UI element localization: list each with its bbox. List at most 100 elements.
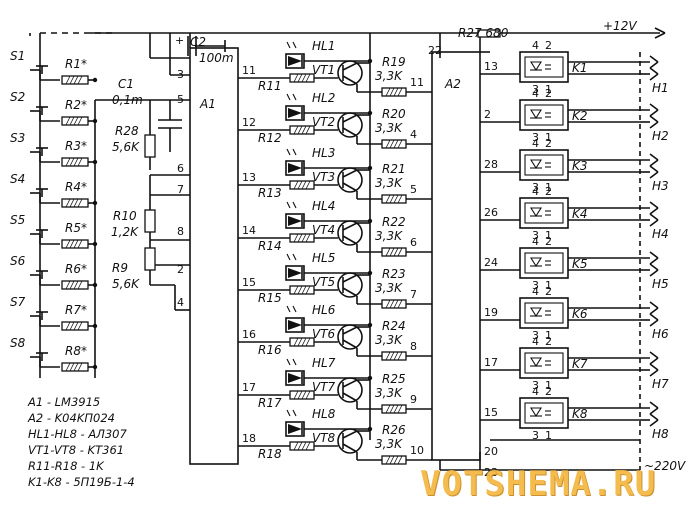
a2-pin-20: 20: [484, 445, 498, 458]
switch-resistor-label: R7*: [65, 303, 87, 317]
switch-label: S7: [10, 295, 26, 309]
capacitor-c2: + C2 100m: [175, 34, 234, 65]
a1-out-pin: 18: [242, 432, 256, 445]
base-resistor-label: R17: [258, 396, 282, 410]
base-resistor-label: R18: [258, 447, 282, 461]
a1-pin-6: 6: [177, 162, 184, 175]
load-terminal-label: H6: [652, 327, 669, 341]
a1-out-pin: 14: [242, 224, 256, 237]
switch-label: S1: [10, 49, 25, 63]
a1-pin-5: 5: [177, 93, 184, 106]
relay-pin: 1: [545, 379, 552, 392]
a2-pin-23: 23: [484, 466, 498, 479]
transistor-label: VT7: [312, 380, 336, 394]
a2-in-pin: 10: [410, 444, 424, 457]
transistor-label: VT1: [312, 63, 335, 77]
relay-label: K4: [572, 207, 588, 221]
switch-resistor-label: R5*: [65, 221, 87, 235]
a2-out-pin: 19: [484, 306, 498, 319]
collector-resistor-label: R19: [382, 55, 406, 69]
capacitor-c1: C1 0,1m: [112, 77, 182, 152]
supply-12v-label: +12V: [603, 19, 637, 33]
a2-in-pin: 11: [410, 76, 424, 89]
r10-label: R10: [113, 209, 137, 223]
relay-pin: 1: [545, 83, 552, 96]
a2-in-pin: 8: [410, 340, 417, 353]
a1-pin-3: 3: [177, 68, 184, 81]
relay-pin: 3: [532, 279, 539, 292]
load-terminal-label: H1: [652, 81, 669, 95]
legend-line: HL1-HL8 - АЛ307: [28, 427, 128, 441]
relay-pin: 4: [532, 39, 539, 52]
switch-resistor-label: R3*: [65, 139, 87, 153]
relay-label: K8: [572, 407, 588, 421]
r28-value: 5,6K: [112, 140, 140, 154]
transistor-label: VT3: [312, 170, 335, 184]
load-terminal-label: H3: [652, 179, 669, 193]
led-label: HL7: [312, 356, 336, 370]
base-resistor-label: R16: [258, 343, 282, 357]
switch-label: S3: [10, 131, 25, 145]
relay-pin: 3: [532, 83, 539, 96]
a1-pin-2: 2: [177, 263, 184, 276]
a1-out-pin: 15: [242, 276, 256, 289]
c1-value: 0,1m: [112, 93, 143, 107]
power-rails: [29, 27, 666, 471]
load-terminal-label: H5: [652, 277, 669, 291]
collector-resistor-value: 3,3K: [375, 386, 403, 400]
legend-line: A2 - K04KП024: [27, 411, 115, 425]
relay-pin: 3: [532, 181, 539, 194]
a2-in-pin: 9: [410, 393, 417, 406]
switch-label: S8: [10, 336, 26, 350]
a2-out-pin: 28: [484, 158, 498, 171]
relay-pin: 1: [545, 229, 552, 242]
relay-pin: 4: [532, 137, 539, 150]
a1-pin-7: 7: [177, 183, 184, 196]
collector-resistor-label: R22: [382, 215, 406, 229]
collector-resistor-value: 3,3K: [375, 281, 403, 295]
transistor-label: VT5: [312, 275, 335, 289]
collector-resistor-label: R23: [382, 267, 406, 281]
relay-pin: 2: [545, 235, 552, 248]
collector-resistor-value: 3,3K: [375, 176, 403, 190]
chip-a1-label: A1: [199, 97, 216, 111]
relay-pin: 3: [532, 329, 539, 342]
base-resistor-label: R13: [258, 186, 282, 200]
a1-out-pin: 11: [242, 64, 256, 77]
collector-resistor-value: 3,3K: [375, 69, 403, 83]
a2-in-pin: 5: [410, 183, 417, 196]
switch-label: S4: [10, 172, 25, 186]
relay-pin: 4: [532, 185, 539, 198]
relay-pin: 4: [532, 285, 539, 298]
switch-resistor-label: R8*: [65, 344, 87, 358]
load-terminal-label: H7: [652, 377, 669, 391]
a2-in-pin: 6: [410, 236, 417, 249]
led-label: HL6: [312, 303, 336, 317]
relay-label: K1: [572, 61, 588, 75]
a2-out-pin: 13: [484, 60, 498, 73]
r27-label: R27 680: [458, 26, 509, 40]
transistor-label: VT4: [312, 223, 335, 237]
switch-resistor-label: R1*: [65, 57, 87, 71]
a2-out-pin: 2: [484, 108, 491, 121]
a2-out-pin: 15: [484, 406, 498, 419]
collector-resistor-label: R26: [382, 423, 406, 437]
a1-out-pin: 12: [242, 116, 256, 129]
a2-in-pin: 7: [410, 288, 417, 301]
